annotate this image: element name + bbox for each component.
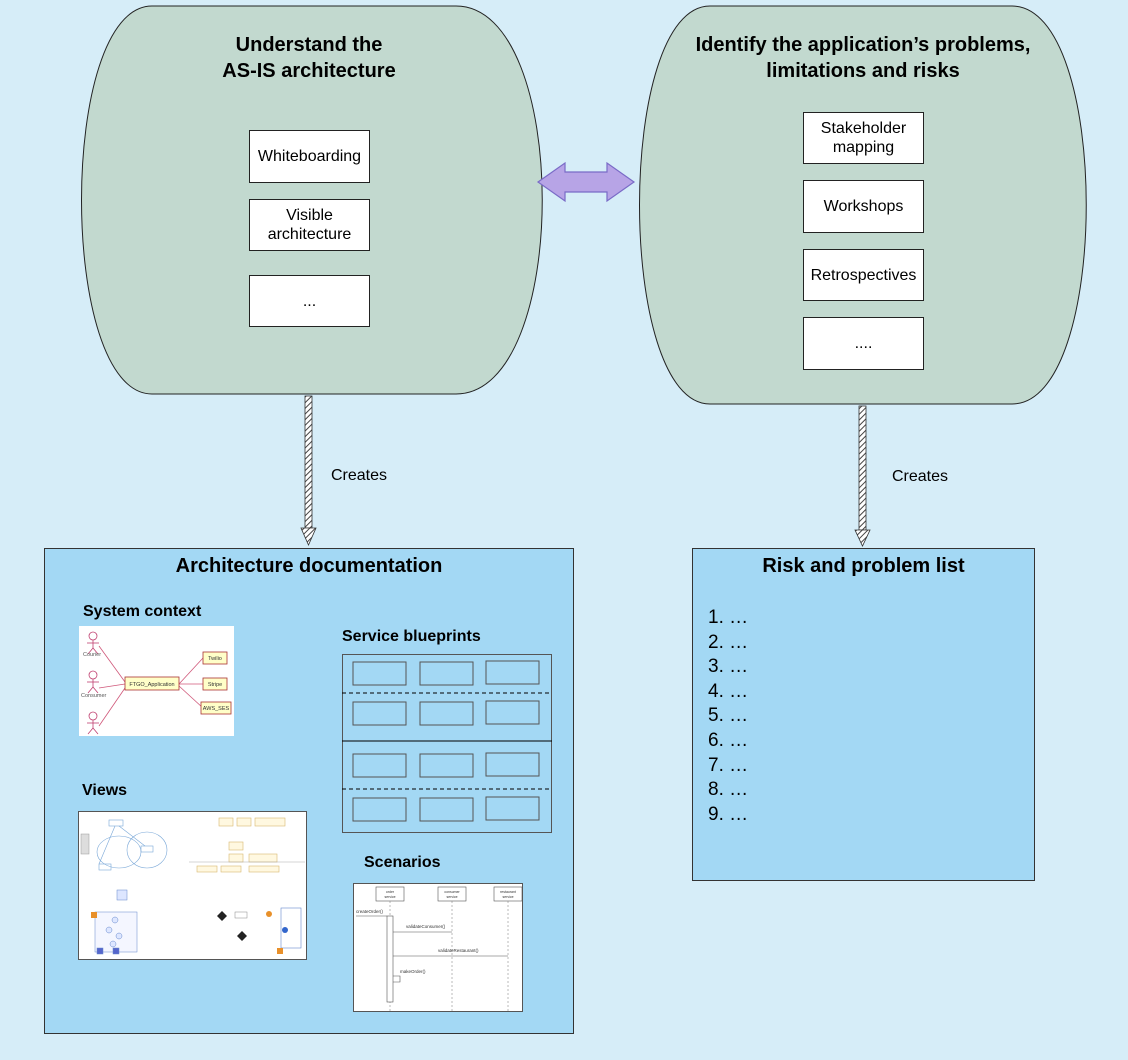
risk-items-list: 1. … 2. … 3. … 4. … 5. … 6. … 7. … 8. … … (708, 606, 748, 827)
right-creates-arrow (854, 405, 871, 547)
left-creates-label: Creates (331, 467, 388, 484)
actor-icon (88, 670, 98, 680)
views-collage (80, 817, 305, 955)
risk-problem-list-panel: Risk and problem list 1. … 2. … 3. … 4. … (692, 548, 1035, 881)
service-blueprints-heading: Service blueprints (342, 628, 481, 645)
risk-item: 3. … (708, 656, 749, 678)
bidirectional-arrow (536, 161, 636, 203)
risk-item: 9. … (708, 803, 749, 825)
message-validate-consumer: validateConsumer() (406, 924, 446, 929)
right-capsule-title-line2: limitations and risks (766, 60, 960, 82)
message-validate-restaurant: validateRestaurant() (438, 948, 479, 953)
visible-architecture-box: Visible architecture (249, 199, 370, 251)
risk-item: 1. … (708, 607, 749, 628)
external-label-aws-ses: AWS_SES (203, 706, 230, 712)
right-capsule-title: Identify the application’s problems, lim… (660, 32, 1066, 84)
system-context-heading: System context (83, 603, 202, 620)
architecture-documentation-title: Architecture documentation (175, 555, 443, 577)
svg-text:order: order (386, 890, 395, 894)
system-context-thumbnail: Courier Consumer FTGO_Application Twilio… (79, 626, 234, 736)
svg-text:service: service (384, 895, 395, 899)
workshops-box: Workshops (803, 180, 924, 233)
external-label-stripe: Stripe (208, 682, 222, 688)
actor-label-consumer: Consumer (81, 693, 107, 699)
svg-text:service: service (502, 895, 513, 899)
svg-text:consumer: consumer (444, 890, 460, 894)
left-creates-arrow (300, 395, 317, 546)
system-context-diagram: Courier Consumer FTGO_Application Twilio… (81, 631, 232, 735)
risk-item: 6. … (708, 729, 749, 751)
views-heading: Views (82, 782, 128, 799)
actor-icon (88, 711, 98, 721)
service-blueprints-grid (342, 654, 552, 833)
whiteboarding-box: Whiteboarding (249, 130, 370, 183)
message-create-order: createOrder() (356, 909, 384, 914)
right-ellipsis-box: .... (803, 317, 924, 370)
stakeholder-mapping-box: Stakeholder mapping (803, 112, 924, 164)
scenarios-thumbnail: order service consumer service restauran… (353, 883, 523, 1012)
right-creates-label: Creates (892, 468, 949, 485)
left-ellipsis-box: ... (249, 275, 370, 327)
left-capsule-title: Understand the AS-IS architecture (150, 32, 468, 84)
message-make-order: makeOrder() (400, 969, 426, 974)
svg-text:service: service (446, 895, 457, 899)
risk-item: 8. … (708, 779, 749, 801)
svg-text:restaurant: restaurant (500, 890, 516, 894)
external-label-twilio: Twilio (208, 656, 222, 662)
risk-problem-list-title: Risk and problem list (762, 555, 965, 577)
risk-item: 7. … (708, 754, 749, 776)
retrospectives-box: Retrospectives (803, 249, 924, 301)
scenarios-heading: Scenarios (364, 854, 441, 871)
left-capsule-title-line1: Understand the (235, 34, 383, 56)
risk-item: 4. … (708, 680, 749, 702)
actor-label-courier: Courier (83, 652, 101, 658)
risk-item: 2. … (708, 631, 749, 653)
risk-item: 5. … (708, 705, 749, 727)
left-capsule-title-line2: AS-IS architecture (222, 60, 396, 82)
app-node-label: FTGO_Application (129, 682, 174, 688)
right-capsule-title-line1: Identify the application’s problems, (695, 34, 1031, 56)
sequence-diagram: order service consumer service restauran… (356, 886, 523, 1012)
views-thumbnail (78, 811, 307, 960)
actor-icon (88, 631, 98, 641)
